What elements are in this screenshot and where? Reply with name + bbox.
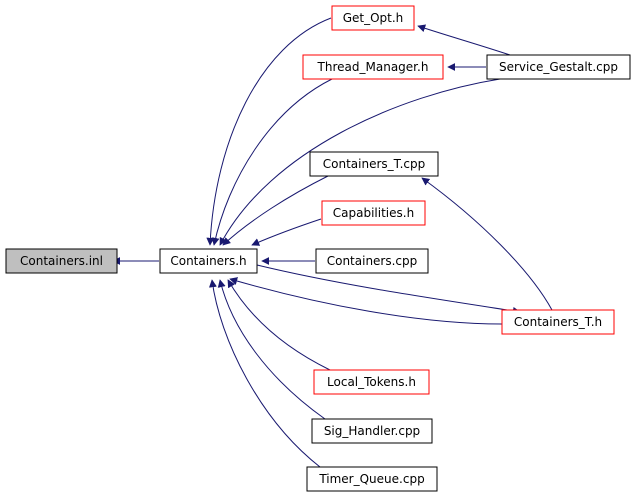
- node-label-thread-manager-h: Thread_Manager.h: [317, 60, 429, 74]
- node-box-containers-inl[interactable]: [5, 248, 118, 274]
- edge-service-gestalt-cpp-to-containers-h: [219, 78, 501, 246]
- edge-containers-t-cpp-to-containers-h: [222, 175, 329, 246]
- node-timer-queue-cpp[interactable]: Timer_Queue.cpp: [306, 466, 438, 492]
- node-label-containers-h: Containers.h: [170, 254, 246, 268]
- node-box-containers-h[interactable]: [159, 248, 258, 274]
- edge-capabilities-h-to-containers-h: [251, 218, 322, 246]
- node-label-containers-inl: Containers.inl: [20, 254, 103, 268]
- edge-thread-manager-h-to-containers-h: [211, 78, 333, 246]
- edge-service-gestalt-cpp-to-get-opt-h: [417, 24, 511, 56]
- edge-sig-handler-cpp-to-containers-h: [217, 279, 326, 420]
- node-label-containers-cpp: Containers.cpp: [327, 254, 418, 268]
- node-label-containers-t-cpp: Containers_T.cpp: [323, 157, 425, 171]
- edge-containers-h-to-containers-t-h: [256, 264, 521, 315]
- node-label-containers-t-h: Containers_T.h: [514, 315, 602, 329]
- node-label-service-gestalt-cpp: Service_Gestalt.cpp: [499, 60, 618, 74]
- node-layer: Containers.inl Containers.h Get_Opt.hThrea…: [5, 5, 631, 492]
- node-sig-handler-cpp[interactable]: Sig_Handler.cpp: [311, 418, 433, 444]
- node-containers-cpp[interactable]: Containers.cpp: [315, 248, 429, 274]
- node-service-gestalt-cpp[interactable]: Service_Gestalt.cpp: [486, 54, 631, 80]
- node-label-get-opt-h: Get_Opt.h: [343, 11, 404, 25]
- node-box-local-tokens-h[interactable]: [313, 369, 430, 395]
- node-label-timer-queue-cpp: Timer_Queue.cpp: [318, 472, 424, 486]
- node-label-local-tokens-h: Local_Tokens.h: [327, 375, 416, 389]
- node-box-thread-manager-h[interactable]: [302, 54, 444, 80]
- node-local-tokens-h[interactable]: Local_Tokens.h: [313, 369, 430, 395]
- node-containers-h[interactable]: Containers.h: [159, 248, 258, 274]
- edge-layer: [112, 17, 553, 468]
- edge-local-tokens-h-to-containers-h: [227, 279, 331, 371]
- node-label-capabilities-h: Capabilities.h: [333, 206, 414, 220]
- edge-containers-t-h-to-containers-h: [229, 277, 503, 325]
- node-box-timer-queue-cpp[interactable]: [306, 466, 438, 492]
- node-box-containers-t-cpp[interactable]: [309, 151, 439, 177]
- node-thread-manager-h[interactable]: Thread_Manager.h: [302, 54, 444, 80]
- edge-containers-t-h-to-containers-t-cpp: [421, 177, 553, 311]
- node-containers-inl[interactable]: Containers.inl: [5, 248, 118, 274]
- node-box-containers-t-h[interactable]: [501, 309, 615, 335]
- node-get-opt-h[interactable]: Get_Opt.h: [331, 5, 415, 31]
- node-containers-t-cpp[interactable]: Containers_T.cpp: [309, 151, 439, 177]
- node-box-sig-handler-cpp[interactable]: [311, 418, 433, 444]
- node-box-containers-cpp[interactable]: [315, 248, 429, 274]
- edge-get-opt-h-to-containers-h: [206, 17, 332, 246]
- node-box-service-gestalt-cpp[interactable]: [486, 54, 631, 80]
- node-capabilities-h[interactable]: Capabilities.h: [321, 200, 426, 226]
- node-box-get-opt-h[interactable]: [331, 5, 415, 31]
- node-box-capabilities-h[interactable]: [321, 200, 426, 226]
- node-containers-t-h[interactable]: Containers_T.h: [501, 309, 615, 335]
- edge-timer-queue-cpp-to-containers-h: [208, 279, 321, 468]
- node-label-sig-handler-cpp: Sig_Handler.cpp: [324, 424, 420, 438]
